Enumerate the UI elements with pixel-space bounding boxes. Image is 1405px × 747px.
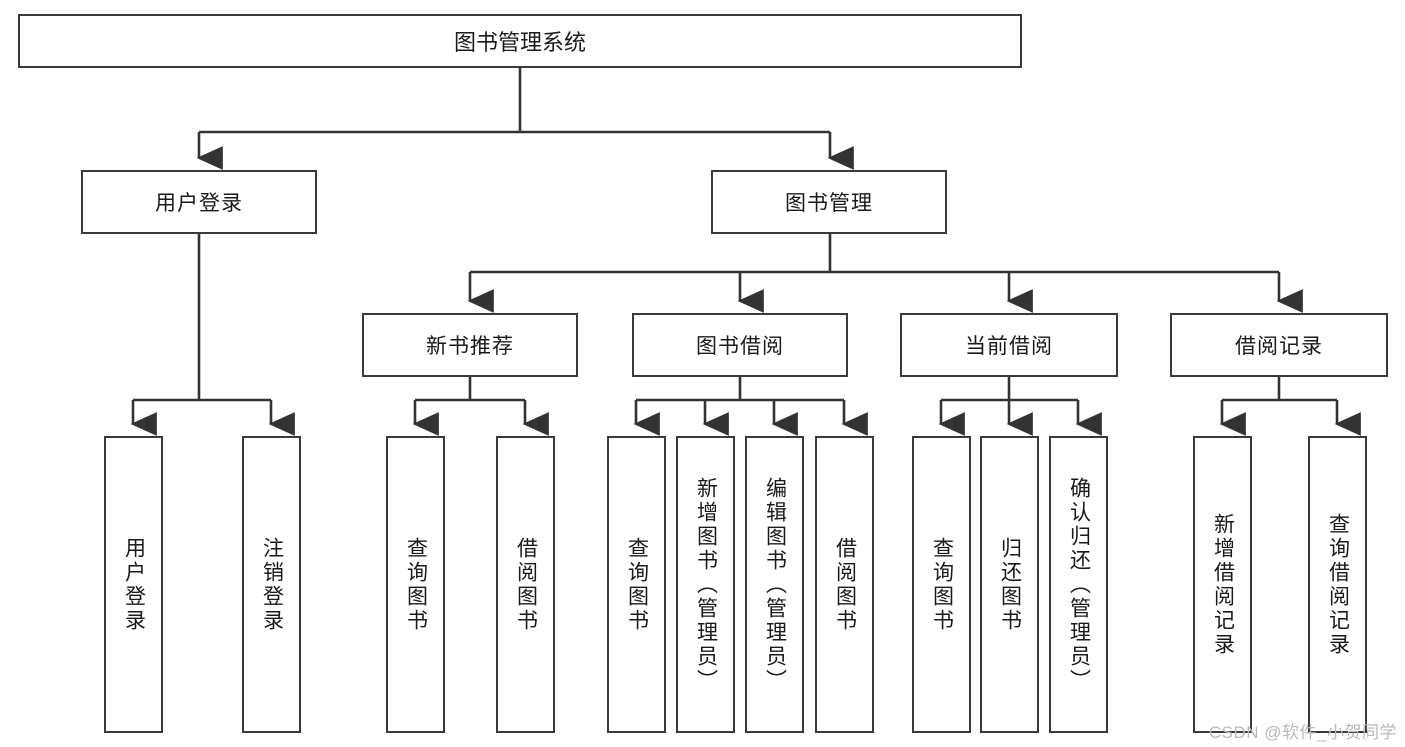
node-current-borrow-label: 当前借阅 [965, 335, 1053, 358]
node-leaf-query-book-2[interactable]: 查询图书 [607, 436, 666, 733]
node-book-manage[interactable]: 图书管理 [711, 170, 947, 234]
node-leaf-query-book-3-label: 查询图书 [930, 536, 954, 633]
node-leaf-query-book-2-label: 查询图书 [625, 536, 649, 633]
node-borrow-record-label: 借阅记录 [1235, 335, 1323, 358]
node-leaf-add-book-label: 新增图书（管理员） [694, 476, 718, 693]
node-leaf-user-login[interactable]: 用户登录 [104, 436, 163, 733]
node-leaf-edit-book[interactable]: 编辑图书（管理员） [745, 436, 804, 733]
node-borrow-record[interactable]: 借阅记录 [1170, 313, 1388, 377]
node-leaf-add-record-label: 新增借阅记录 [1211, 512, 1235, 657]
node-leaf-confirm-return[interactable]: 确认归还（管理员） [1049, 436, 1108, 733]
watermark: CSDN @软件_小贺同学 [1208, 723, 1397, 742]
node-leaf-borrow-book-1[interactable]: 借阅图书 [496, 436, 555, 733]
node-leaf-query-book-3[interactable]: 查询图书 [912, 436, 971, 733]
node-leaf-user-login-label: 用户登录 [122, 536, 146, 633]
node-leaf-user-logout[interactable]: 注销登录 [242, 436, 301, 733]
node-new-book-rec-label: 新书推荐 [426, 335, 514, 358]
node-leaf-query-book-1[interactable]: 查询图书 [386, 436, 445, 733]
node-leaf-return-book[interactable]: 归还图书 [980, 436, 1039, 733]
node-current-borrow[interactable]: 当前借阅 [900, 313, 1118, 377]
node-book-borrow-label: 图书借阅 [696, 335, 784, 358]
node-leaf-add-record[interactable]: 新增借阅记录 [1193, 436, 1252, 733]
node-leaf-add-book[interactable]: 新增图书（管理员） [676, 436, 735, 733]
node-user-login[interactable]: 用户登录 [81, 170, 317, 234]
node-leaf-borrow-book-2[interactable]: 借阅图书 [815, 436, 874, 733]
node-leaf-user-logout-label: 注销登录 [260, 536, 284, 633]
node-new-book-rec[interactable]: 新书推荐 [362, 313, 578, 377]
node-root-label: 图书管理系统 [453, 30, 586, 55]
node-leaf-return-book-label: 归还图书 [998, 536, 1022, 633]
node-leaf-query-record-label: 查询借阅记录 [1326, 512, 1350, 657]
node-leaf-edit-book-label: 编辑图书（管理员） [763, 476, 787, 693]
node-leaf-query-book-1-label: 查询图书 [404, 536, 428, 633]
node-root[interactable]: 图书管理系统 [18, 14, 1022, 68]
node-leaf-query-record[interactable]: 查询借阅记录 [1308, 436, 1367, 733]
node-user-login-label: 用户登录 [155, 192, 243, 215]
node-book-manage-label: 图书管理 [785, 192, 873, 215]
node-leaf-borrow-book-2-label: 借阅图书 [833, 536, 857, 633]
node-leaf-borrow-book-1-label: 借阅图书 [514, 536, 538, 633]
node-book-borrow[interactable]: 图书借阅 [632, 313, 848, 377]
node-leaf-confirm-return-label: 确认归还（管理员） [1067, 476, 1091, 693]
